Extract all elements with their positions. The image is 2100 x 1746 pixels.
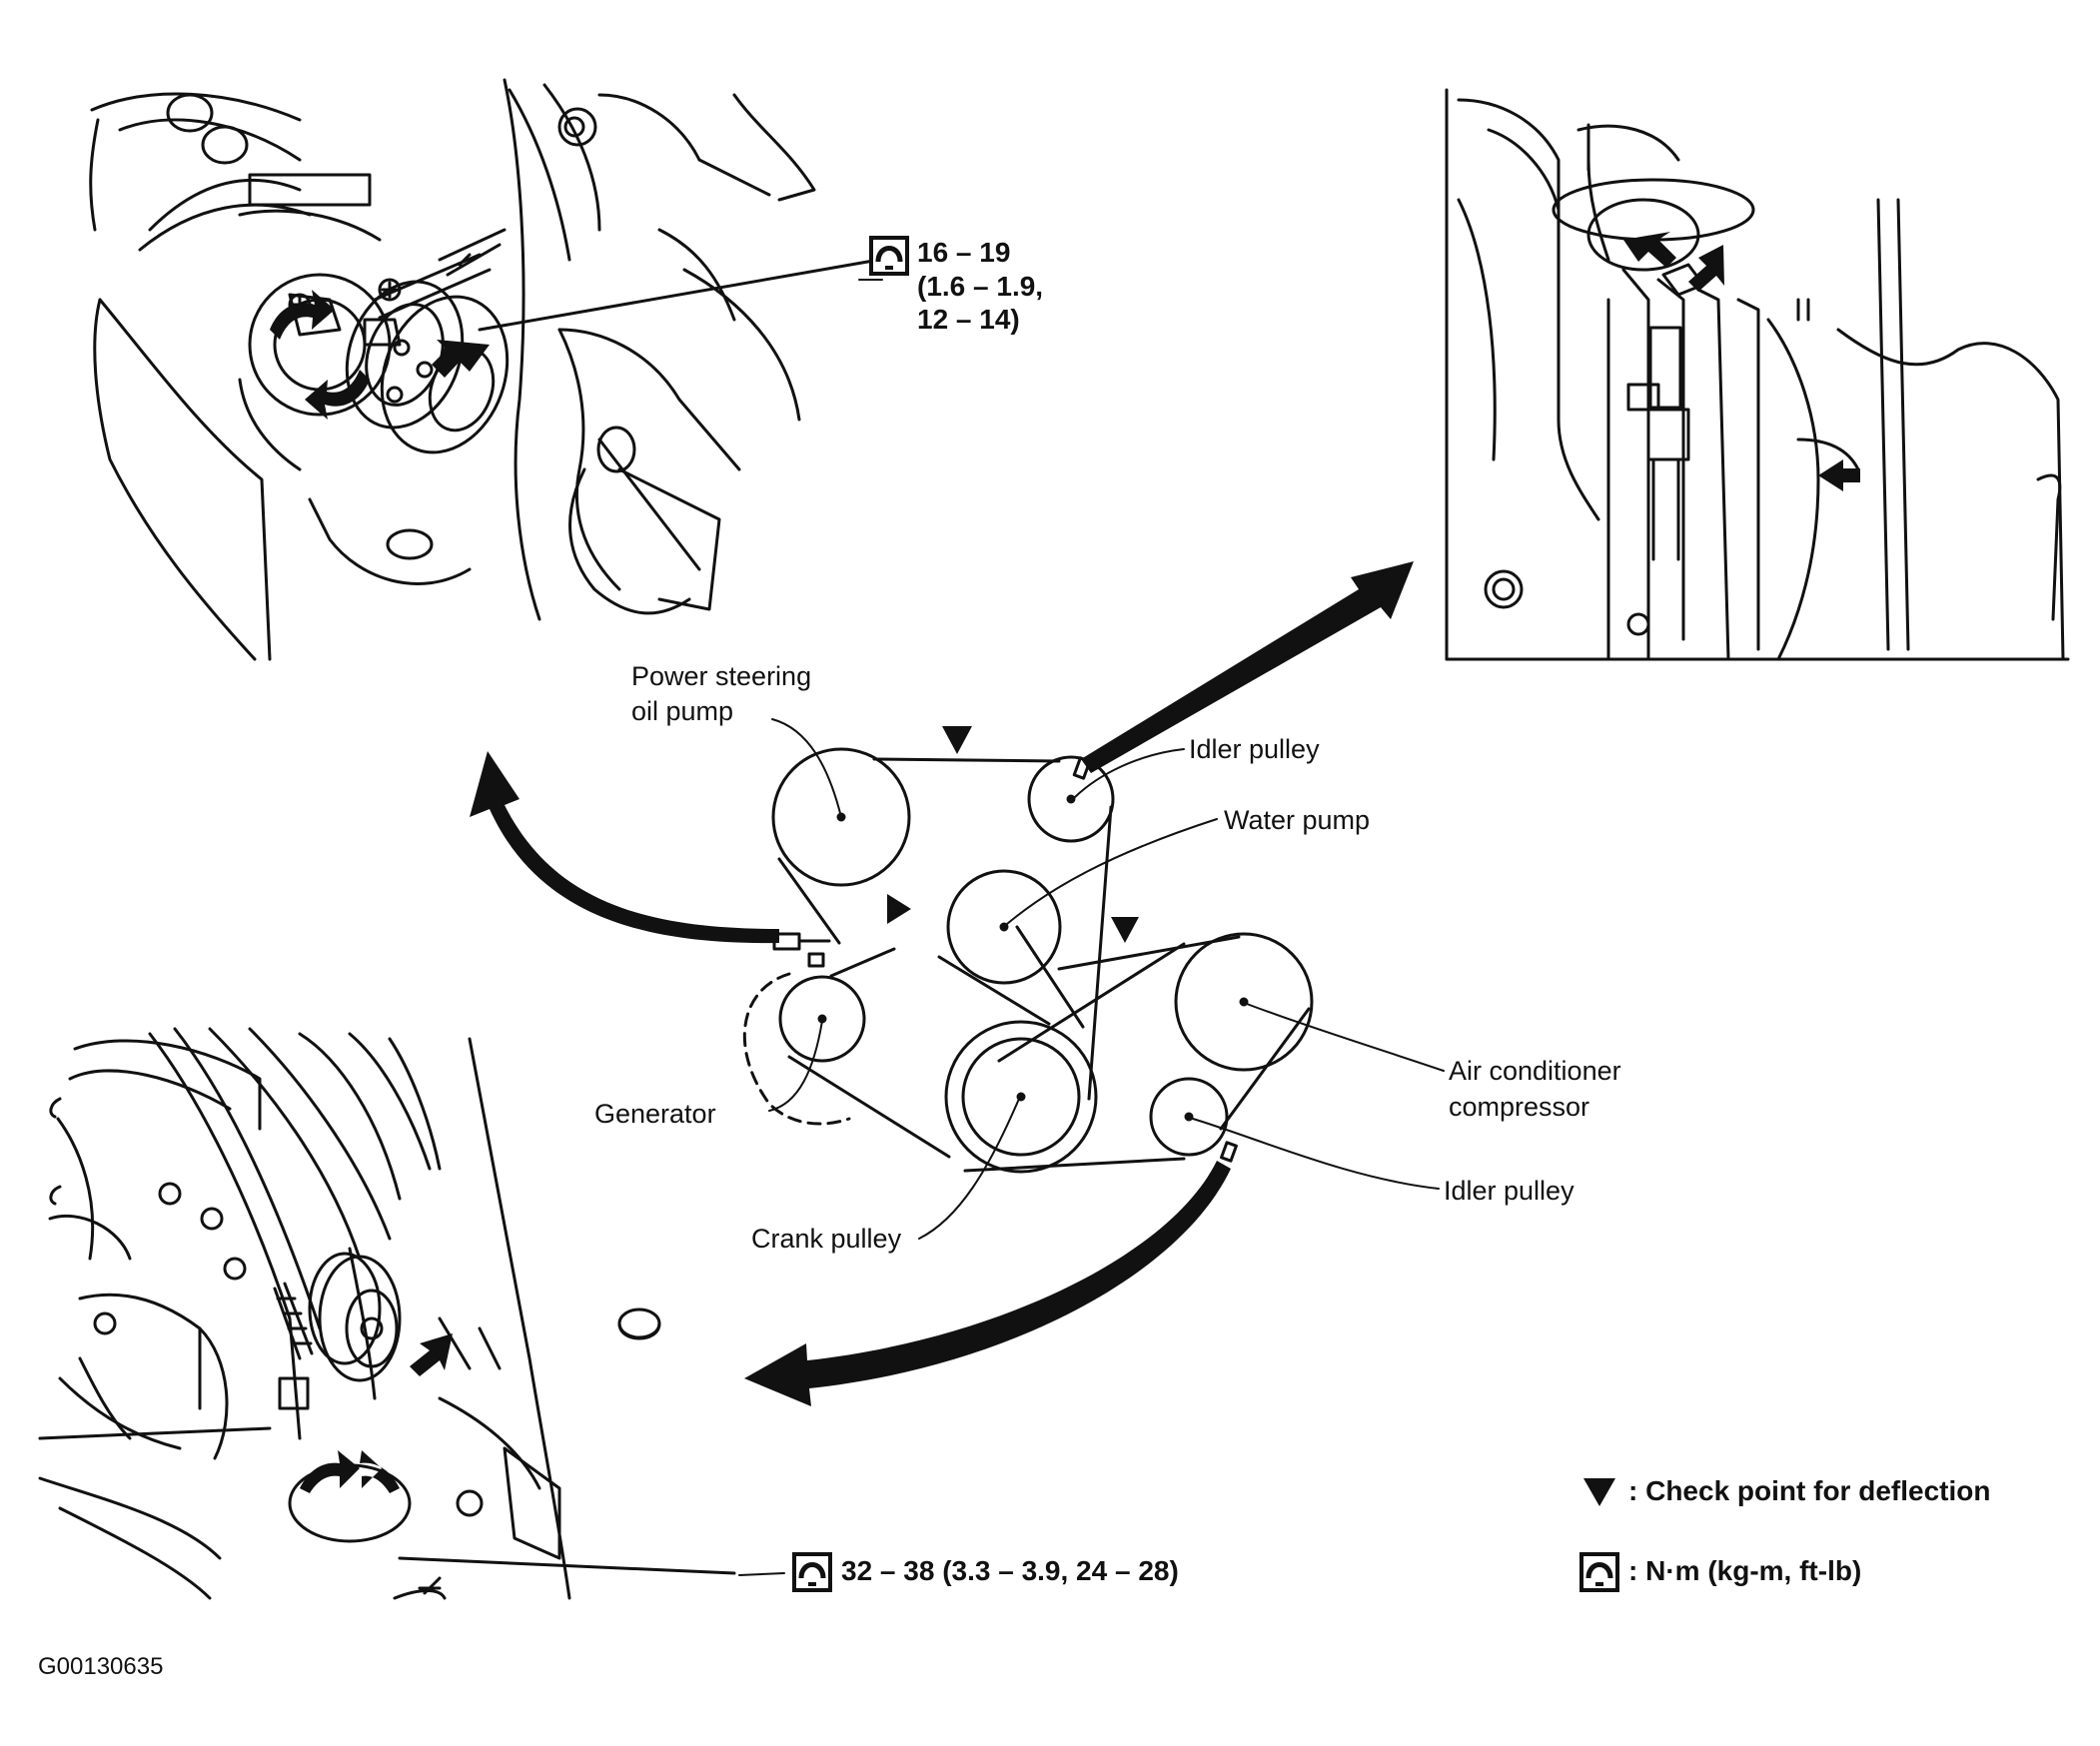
torque-wrench-icon <box>1579 1552 1619 1592</box>
torque-wrench-icon <box>792 1552 832 1592</box>
crank-pulley-outer <box>944 1020 1098 1174</box>
power-steering-pulley <box>771 747 911 887</box>
torque-spec-upper-line3: 12 – 14) <box>917 304 1020 336</box>
detail-callout-arrows <box>470 561 1414 1406</box>
rotation-arrows-right <box>1623 232 1860 491</box>
generator-pulley <box>778 975 866 1063</box>
label-idler-pulley-upper: Idler pulley <box>1189 734 1320 764</box>
crank-pulley-inner <box>961 1037 1081 1157</box>
legend-check-point: : Check point for deflection <box>1628 1475 1991 1506</box>
label-ac-compressor-line2: compressor <box>1449 1092 1590 1122</box>
torque-spec-lower: 32 – 38 (3.3 – 3.9, 24 – 28) <box>841 1555 1179 1586</box>
ac-compressor-pulley <box>1174 932 1314 1072</box>
idler-pulley-upper <box>1027 755 1115 843</box>
leader-lines <box>738 279 1445 1576</box>
label-water-pump: Water pump <box>1224 805 1371 835</box>
label-crank-pulley: Crank pulley <box>751 1224 902 1254</box>
torque-spec-upper: 16 – 19 (1.6 – 1.9, 12 – 14) <box>917 236 1043 337</box>
belt-routing-schematic <box>742 747 1314 1174</box>
rotation-arrows-upper <box>270 290 490 420</box>
check-point-triangle-icon <box>887 726 1139 943</box>
label-ac-compressor: Air conditioner <box>1449 1056 1621 1086</box>
rotation-ring-lower <box>288 1463 412 1543</box>
label-power-steering: Power steering <box>631 661 812 691</box>
legend-torque-units: : N·m (kg-m, ft-lb) <box>1628 1555 1862 1586</box>
label-power-steering-oil-pump: oil pump <box>631 696 734 726</box>
torque-wrench-icon <box>869 236 909 276</box>
detail-view-power-steering-adjuster <box>89 78 881 661</box>
torque-spec-upper-line2: (1.6 – 1.9, <box>917 270 1044 302</box>
detail-view-crank-idler-adjuster <box>38 1027 736 1600</box>
idler-pulley-lower <box>1149 1077 1229 1157</box>
label-idler-pulley-lower: Idler pulley <box>1444 1176 1575 1206</box>
figure-id: G00130635 <box>38 1653 164 1680</box>
water-pump-pulley <box>946 869 1062 985</box>
rotation-ring-upper <box>1552 178 1755 242</box>
check-point-triangle-icon <box>1583 1478 1615 1506</box>
torque-spec-upper-line1: 16 – 19 <box>917 237 1011 268</box>
label-generator: Generator <box>594 1099 716 1129</box>
detail-view-idler-adjuster <box>1445 88 2070 661</box>
